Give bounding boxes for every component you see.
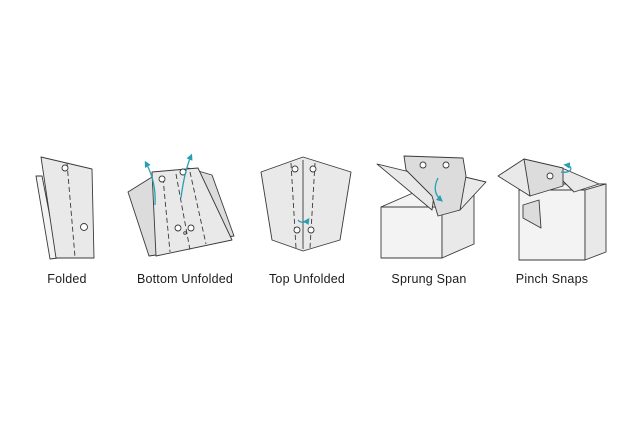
- step-bottom-unfolded-illustration: [127, 153, 235, 257]
- step-sprung-span-illustration: [376, 155, 487, 259]
- unfold-arrow-left: [144, 160, 156, 206]
- fold-line-right: [309, 162, 316, 249]
- snap-arrow: [560, 162, 572, 173]
- join-arrow: [297, 217, 310, 226]
- rivet-hole-top: [61, 164, 69, 172]
- rivet-hole-top-right: [309, 165, 317, 173]
- rivet-hole-right: [442, 161, 450, 169]
- spring-arrow: [434, 177, 443, 202]
- folded-panel: [40, 156, 95, 259]
- box-side: [584, 183, 607, 261]
- rivet-hole-low-right: [187, 224, 195, 232]
- caption-top-unfolded: Top Unfolded: [268, 272, 346, 286]
- rivet-hole-top-left: [291, 165, 299, 173]
- fold-line-3: [189, 171, 207, 245]
- rivet-hole-bottom-left: [293, 226, 301, 234]
- fold-line-2: [175, 173, 191, 251]
- rivet-hole-bottom: [80, 223, 88, 231]
- rivet-hole-left: [158, 175, 166, 183]
- step-pinch-snaps-illustration: [497, 158, 607, 261]
- unfold-arrow-right: [180, 153, 193, 199]
- caption-bottom-unfolded: Bottom Unfolded: [136, 272, 234, 286]
- box-front: [380, 206, 443, 259]
- caption-folded: Folded: [47, 272, 87, 286]
- top-unfolded-panel: [260, 156, 352, 252]
- caption-pinch-snaps: Pinch Snaps: [515, 272, 589, 286]
- rivet-hole-low-left: [174, 224, 182, 232]
- step-top-unfolded-illustration: [260, 156, 352, 252]
- pivot-dot: [183, 231, 187, 235]
- fold-line-1: [162, 177, 171, 253]
- rivet-hole: [546, 172, 554, 180]
- caption-sprung-span: Sprung Span: [391, 272, 467, 286]
- side-opening: [522, 199, 542, 229]
- box-front: [518, 189, 586, 261]
- center-panel: [523, 158, 564, 197]
- fold-line-left: [290, 162, 297, 249]
- rivet-hole-bottom-right: [307, 226, 315, 234]
- rivet-hole-left: [419, 161, 427, 169]
- step-folded-illustration: [35, 156, 95, 260]
